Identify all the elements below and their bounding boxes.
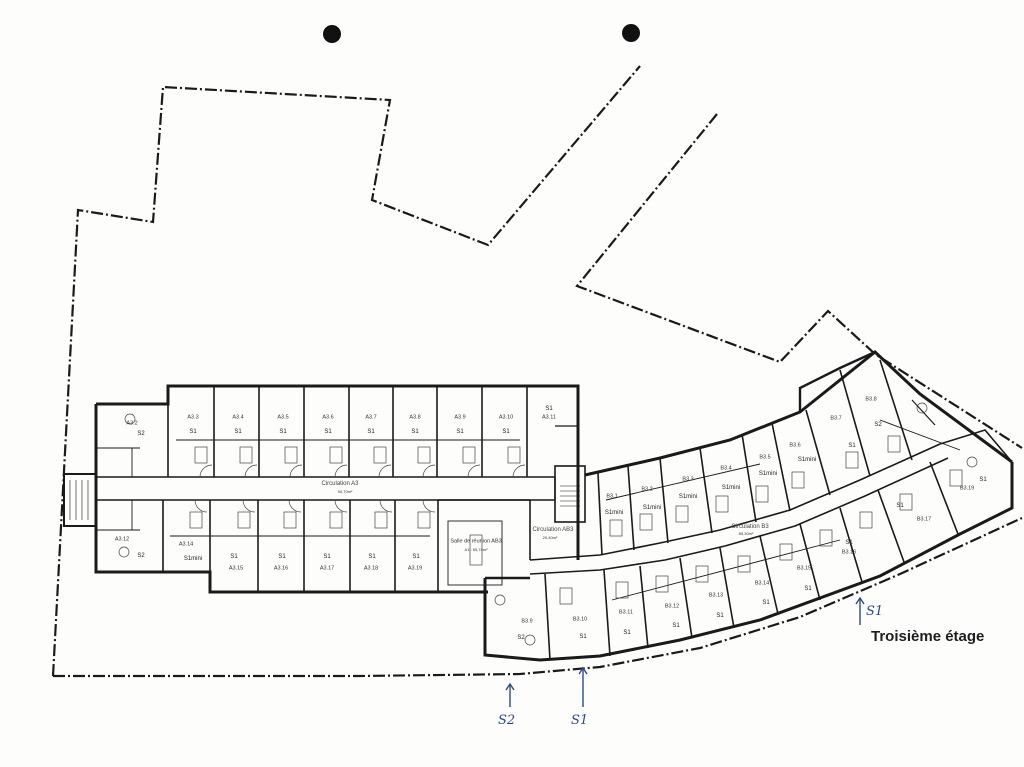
room-label-a3-18: A3.18 (363, 565, 379, 572)
room-type-b3-11: S1 (623, 630, 631, 636)
room-label-b3-4: B3.4 (720, 465, 732, 472)
room-label-b3-15: B3.15 (796, 565, 812, 572)
room-type-a3-14: S1mini (183, 556, 203, 562)
room-type-b3-10: S1 (579, 634, 587, 640)
room-label-b3-3: B3.3 (682, 476, 694, 483)
room-label-b3-5: B3.5 (759, 454, 771, 461)
section-markers (505, 596, 865, 707)
room-type-a3-15: S1 (230, 554, 238, 560)
room-label-a3-2: A3.2 (126, 420, 138, 427)
room-type-b3-8: S2 (874, 422, 882, 428)
room-type-b3-3: S1mini (678, 494, 698, 500)
wing-b-fixtures (494, 402, 978, 646)
room-type-b3-2: S1mini (642, 505, 662, 511)
room-label-a3-4: A3.4 (232, 414, 244, 421)
corridor-label-a3: Circulation A3 (321, 481, 359, 487)
room-type-b3-16: S1 (845, 540, 853, 546)
room-type-b3-9: S2 (517, 635, 525, 641)
room-label-a3-11: A3.11 (542, 414, 556, 421)
room-label-a3-19: A3.19 (407, 565, 423, 572)
room-label-b3-6: B3.6 (789, 442, 801, 449)
room-label-a3-3: A3.3 (187, 414, 199, 421)
room-label-a3-15: A3.15 (228, 565, 244, 572)
room-label-b3-2: B3.2 (641, 486, 653, 493)
room-label-a3-12: A3.12 (114, 536, 130, 543)
site-boundary (51, 65, 1023, 678)
room-type-a3-18: S1 (368, 554, 376, 560)
room-type-b3-17: S1 (896, 503, 904, 509)
room-type-a3-12: S2 (137, 553, 145, 559)
punch-hole-left (323, 25, 341, 43)
room-type-a3-17: S1 (323, 554, 331, 560)
room-type-a3-16: S1 (278, 554, 286, 560)
room-type-a3-11: S1 (545, 406, 553, 412)
room-label-b3-17: B3.17 (916, 516, 932, 523)
floor-title: Troisième étage (871, 628, 985, 645)
room-label-b3-8: B3.8 (865, 396, 877, 403)
room-type-a3-3: S1 (189, 429, 197, 435)
room-label-b3-11: B3.11 (619, 609, 633, 616)
room-label-a3-9: A3.9 (454, 414, 466, 421)
wing-b-walls (483, 350, 1014, 662)
room-type-a3-2: S2 (137, 431, 145, 437)
room-type-b3-19: S1 (979, 477, 987, 483)
room-label-b3-14: B3.14 (754, 580, 770, 587)
room-label-a3-14: A3.14 (178, 541, 194, 548)
punch-hole-right (622, 24, 640, 42)
room-label-a3-5: A3.5 (277, 414, 289, 421)
room-type-a3-4: S1 (234, 429, 242, 435)
room-label-b3-16: B3.16 (841, 549, 857, 556)
meeting-room-area: A1 : 55,74m² (464, 547, 488, 552)
room-label-b3-9: B3.9 (521, 618, 533, 625)
room-type-a3-7: S1 (367, 429, 375, 435)
room-label-b3-10: B3.10 (572, 616, 588, 623)
room-type-b3-5: S1mini (758, 471, 778, 477)
corridor-area-b3: 85,30m² (738, 531, 754, 536)
room-type-b3-12: S1 (672, 623, 680, 629)
room-type-b3-6: S1mini (797, 457, 817, 463)
room-type-b3-14: S1 (762, 600, 770, 606)
room-type-a3-8: S1 (411, 429, 419, 435)
room-type-b3-13: S1 (716, 613, 724, 619)
room-label-a3-7: A3.7 (365, 414, 377, 421)
corridor-area-a3: 90,70m² (337, 489, 353, 494)
corridor-label-ab3: Circulation AB3 (532, 527, 574, 533)
room-type-b3-4: S1mini (721, 485, 741, 491)
room-label-b3-7: B3.7 (830, 415, 842, 422)
room-label-b3-1: B3.1 (606, 493, 618, 500)
room-label-a3-8: A3.8 (409, 414, 421, 421)
room-type-b3-15: S1 (804, 586, 812, 592)
room-label-a3-6: A3.6 (322, 414, 334, 421)
room-label-b3-13: B3.13 (708, 592, 724, 599)
annotation-s1-right: S1 (866, 604, 884, 619)
room-type-a3-9: S1 (456, 429, 464, 435)
annotation-s1-bottom: S1 (571, 713, 589, 728)
wing-a-fixtures (118, 413, 526, 566)
wing-a-walls (63, 384, 586, 594)
meeting-room-label: Salle de réunion AB3 (450, 538, 502, 545)
annotation-s2-bottom: S2 (498, 713, 516, 728)
room-type-a3-19: S1 (412, 554, 420, 560)
corridor-label-b3: Circulation B3 (731, 524, 769, 530)
room-label-b3-19: B3.19 (959, 485, 975, 492)
room-label-b3-12: B3.12 (664, 603, 680, 610)
room-label-a3-16: A3.16 (273, 565, 289, 572)
room-type-b3-1: S1mini (604, 510, 624, 516)
room-label-a3-17: A3.17 (319, 565, 335, 572)
room-type-b3-7: S1 (848, 443, 856, 449)
room-type-a3-10: S1 (502, 429, 510, 435)
room-type-a3-5: S1 (279, 429, 287, 435)
corridor-area-ab3: 20,40m² (542, 535, 558, 540)
room-type-a3-6: S1 (324, 429, 332, 435)
room-label-a3-10: A3.10 (498, 414, 514, 421)
